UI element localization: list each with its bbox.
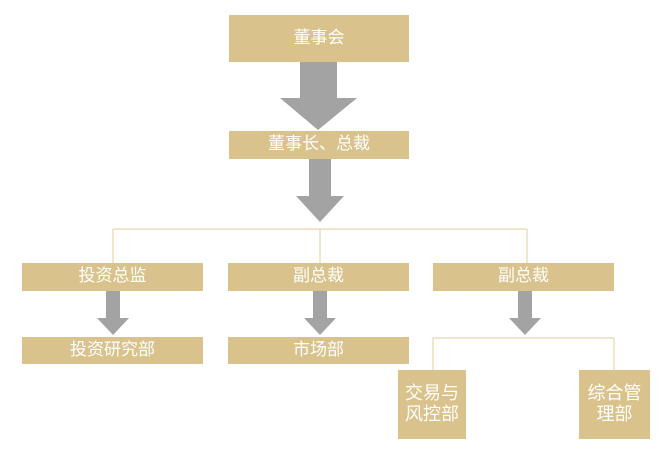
node-marketing: 市场部 xyxy=(228,337,409,364)
arrow-down-icon xyxy=(509,291,541,335)
node-general-admin: 综合管理部 xyxy=(579,370,650,439)
node-chairman: 董事长、总裁 xyxy=(229,131,409,159)
node-trading-risk: 交易与风控部 xyxy=(398,370,466,439)
node-board: 董事会 xyxy=(229,15,409,62)
arrow-down-icon xyxy=(280,62,357,130)
connector-line xyxy=(112,228,615,370)
node-vice-president-2: 副总裁 xyxy=(433,263,614,291)
arrow-down-icon xyxy=(296,159,344,222)
node-investment-research: 投资研究部 xyxy=(22,337,203,364)
node-investment-director: 投资总监 xyxy=(22,263,203,291)
node-vice-president-1: 副总裁 xyxy=(228,263,409,291)
arrow-down-icon xyxy=(304,291,336,335)
arrow-down-icon xyxy=(97,291,129,335)
